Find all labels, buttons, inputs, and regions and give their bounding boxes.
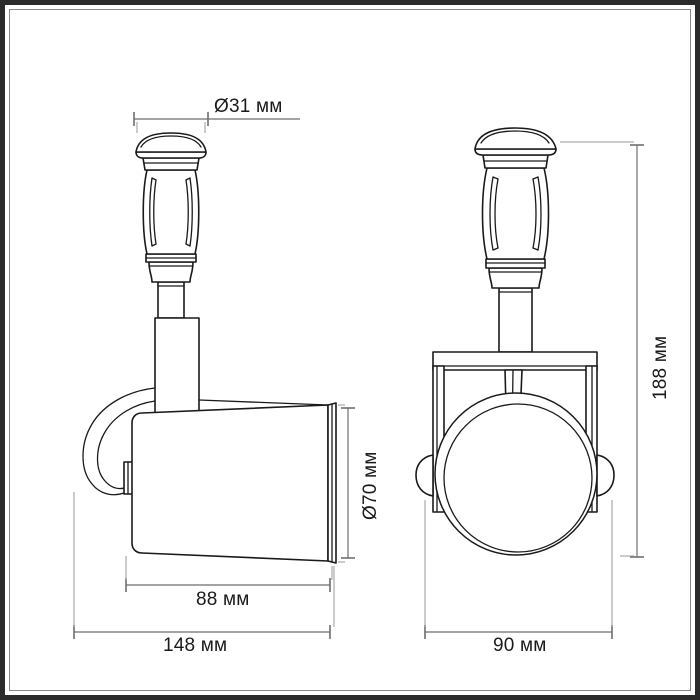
side-adapter-stem	[157, 281, 185, 319]
dimension-width-90	[424, 500, 613, 639]
dimension-length-148	[73, 492, 335, 639]
dimension-label-diameter-70: Ø70 мм	[360, 451, 381, 520]
front-view-group	[415, 127, 615, 556]
dimension-diameter-70	[338, 404, 355, 563]
dimension-label-length-88: 88 мм	[196, 589, 250, 610]
side-view-group	[82, 132, 337, 564]
dimension-length-88	[125, 556, 333, 592]
dimension-label-height-188: 188 мм	[650, 335, 671, 400]
side-shade-reflector	[131, 399, 337, 564]
front-bracket-bar	[432, 351, 598, 371]
dimension-label-width-90: 90 мм	[493, 635, 547, 656]
dimension-diameter-31	[133, 112, 300, 133]
front-adapter-stem	[498, 287, 533, 353]
front-track-adapter	[474, 127, 557, 289]
dimension-height-188	[560, 141, 644, 558]
front-lamp-face	[434, 392, 598, 556]
side-track-adapter	[135, 132, 207, 283]
dimension-label-diameter-31: Ø31 мм	[214, 96, 283, 117]
dimension-label-length-148: 148 мм	[163, 635, 228, 656]
